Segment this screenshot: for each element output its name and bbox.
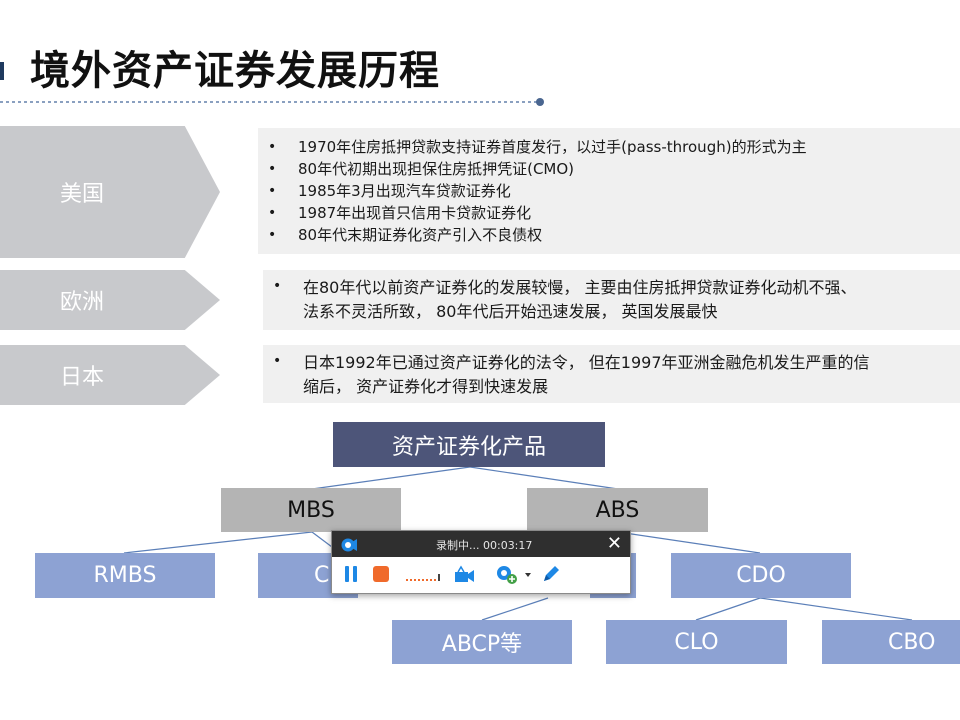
tree-node-mbs: MBS — [221, 488, 401, 532]
title-divider — [0, 101, 540, 103]
bullet-dot: • — [273, 353, 282, 369]
camera-icon[interactable] — [452, 563, 480, 585]
bullet-item: 80年代初期出现担保住房抵押凭证(CMO) — [268, 158, 960, 180]
tree-node-cbo: CBO — [822, 620, 960, 664]
region-bullets-usa: 1970年住房抵押贷款支持证券首度发行，以过手(pass-through)的形式… — [268, 136, 960, 246]
screen-recorder-widget[interactable]: 录制中... 00:03:17 ✕ — [331, 530, 631, 594]
region-chevron-usa: 美国 — [0, 126, 220, 258]
region-box-europe: • 在80年代以前资产证券化的发展较慢， 主要由住房抵押贷款证券化动机不强、 法… — [263, 270, 960, 330]
region-chevron-europe: 欧洲 — [0, 270, 220, 330]
page-title: 境外资产证券发展历程 — [30, 48, 440, 94]
region-label-usa: 美国 — [60, 182, 105, 207]
region-box-usa: 1970年住房抵押贷款支持证券首度发行，以过手(pass-through)的形式… — [258, 128, 960, 254]
region-text-line: 缩后， 资产证券化才得到快速发展 — [303, 377, 549, 396]
tree-node-clo: CLO — [606, 620, 787, 664]
region-chevron-japan: 日本 — [0, 345, 220, 405]
bullet-item: 1970年住房抵押贷款支持证券首度发行，以过手(pass-through)的形式… — [268, 136, 960, 158]
recorder-logo-icon — [341, 538, 357, 552]
pause-icon[interactable] — [340, 563, 362, 585]
bullet-item: 80年代末期证券化资产引入不良债权 — [268, 224, 960, 246]
bullet-item: 1985年3月出现汽车贷款证券化 — [268, 180, 960, 202]
title-divider-dot — [536, 98, 544, 106]
bullet-dot: • — [273, 278, 282, 294]
region-label-europe: 欧洲 — [60, 290, 105, 315]
region-text-line: 在80年代以前资产证券化的发展较慢， 主要由住房抵押贷款证券化动机不强、 — [303, 278, 857, 297]
region-label-japan: 日本 — [60, 365, 105, 390]
tree-node-cdo: CDO — [671, 553, 851, 598]
pen-icon[interactable] — [540, 563, 562, 585]
stop-icon[interactable] — [370, 563, 392, 585]
webcam-add-icon[interactable] — [494, 563, 520, 585]
title-accent-bar — [0, 62, 4, 80]
region-box-japan: • 日本1992年已通过资产证券化的法令， 但在1997年亚洲金融危机发生严重的… — [263, 345, 960, 403]
audio-level-icon — [406, 574, 440, 581]
tree-node-rmbs: RMBS — [35, 553, 215, 598]
tree-node-cmbs-label: C — [314, 563, 330, 588]
region-text-line: 法系不灵活所致， 80年代后开始迅速发展， 英国发展最快 — [303, 302, 718, 321]
recorder-titlebar[interactable]: 录制中... 00:03:17 ✕ — [332, 531, 630, 557]
bullet-item: 1987年出现首只信用卡贷款证券化 — [268, 202, 960, 224]
region-text-line: 日本1992年已通过资产证券化的法令， 但在1997年亚洲金融危机发生严重的信 — [303, 353, 870, 372]
tree-node-abcp: ABCP等 — [392, 620, 572, 664]
tree-node-root: 资产证券化产品 — [333, 422, 605, 467]
close-icon[interactable]: ✕ — [606, 533, 622, 554]
chevron-down-icon[interactable] — [524, 563, 532, 585]
recording-status-text: 录制中... 00:03:17 — [436, 539, 533, 552]
recorder-toolbar — [332, 557, 630, 593]
tree-node-abs: ABS — [527, 488, 708, 532]
